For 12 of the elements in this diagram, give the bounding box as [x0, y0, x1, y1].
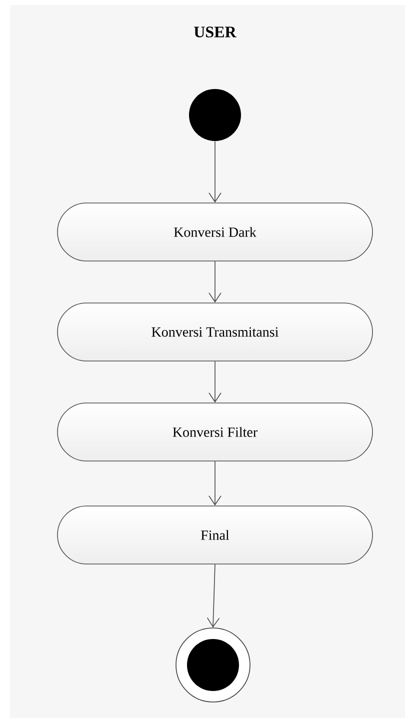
arrow: [208, 261, 222, 303]
title: USER: [194, 26, 236, 38]
arrow: [206, 564, 220, 628]
arrow: [208, 140, 222, 203]
arrow: [208, 461, 222, 506]
end-circle: [176, 628, 250, 702]
action-box: Konversi Dark: [57, 202, 373, 262]
action-box: Final: [57, 506, 373, 564]
action-box: Konversi Transmitansi: [57, 302, 373, 362]
arrow: [208, 361, 222, 403]
action-box: Konversi Filter: [57, 402, 373, 462]
start-circle: [189, 89, 241, 141]
